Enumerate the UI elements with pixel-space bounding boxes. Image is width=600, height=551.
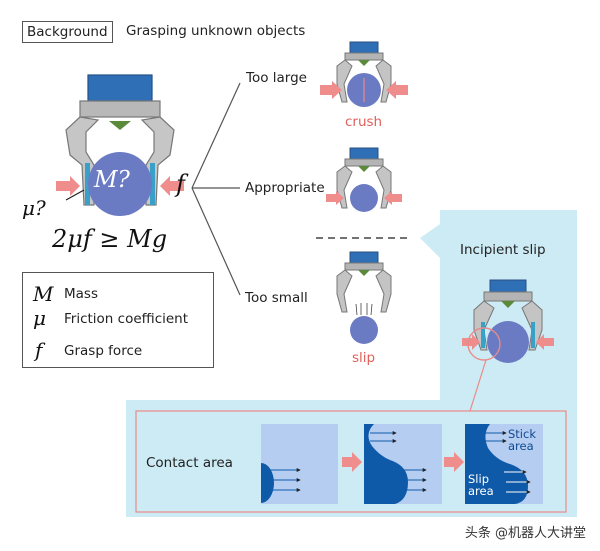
force-label: f xyxy=(176,170,185,198)
watermark: 头条 @机器人大讲堂 xyxy=(464,526,586,541)
gripper-appropriate xyxy=(326,147,402,212)
outcome-crush: crush xyxy=(345,114,383,130)
main-object xyxy=(88,152,152,216)
legend xyxy=(22,272,214,368)
branch-label-appropriate: Appropriate xyxy=(245,180,325,196)
step-arrow-2 xyxy=(444,452,464,472)
stick-area-label: Stick area xyxy=(508,427,536,453)
gripper-too-small xyxy=(336,251,392,344)
slip-area-label: Slip area xyxy=(468,472,494,498)
zoom-circle xyxy=(467,327,501,361)
contact-panel-3 xyxy=(465,424,543,504)
main-gripper xyxy=(56,74,184,216)
mu-label: μ? xyxy=(22,196,46,220)
contact-panel-2 xyxy=(364,424,442,504)
legend-symbol-friction: μ xyxy=(33,306,46,330)
legend-text-friction: Friction coefficient xyxy=(64,311,189,327)
mass-label: M? xyxy=(94,167,130,193)
step-arrow-1 xyxy=(342,452,362,472)
page-title: Grasping unknown objects xyxy=(126,23,306,39)
contact-panel-1 xyxy=(261,424,338,504)
branch-lines xyxy=(191,82,241,296)
force-arrow-left xyxy=(56,176,80,196)
gripper-incipient xyxy=(462,279,554,363)
outcome-slip: slip xyxy=(352,350,376,366)
background-tag: Background xyxy=(22,21,113,43)
legend-text-mass: Mass xyxy=(64,286,98,302)
contact-area-label: Contact area xyxy=(146,455,233,471)
legend-symbol-mass: M xyxy=(33,282,54,306)
contact-frame xyxy=(135,410,567,513)
legend-text-force: Grasp force xyxy=(64,343,143,359)
incipient-panel xyxy=(126,210,577,517)
equation: 2μf ≥ Mg xyxy=(52,225,168,253)
incipient-slip-title: Incipient slip xyxy=(460,242,546,258)
branch-label-too-large: Too large xyxy=(246,70,307,86)
force-arrow-right xyxy=(160,176,184,196)
branch-label-too-small: Too small xyxy=(245,290,308,306)
legend-symbol-force: f xyxy=(35,338,43,362)
gripper-too-large xyxy=(320,41,408,107)
